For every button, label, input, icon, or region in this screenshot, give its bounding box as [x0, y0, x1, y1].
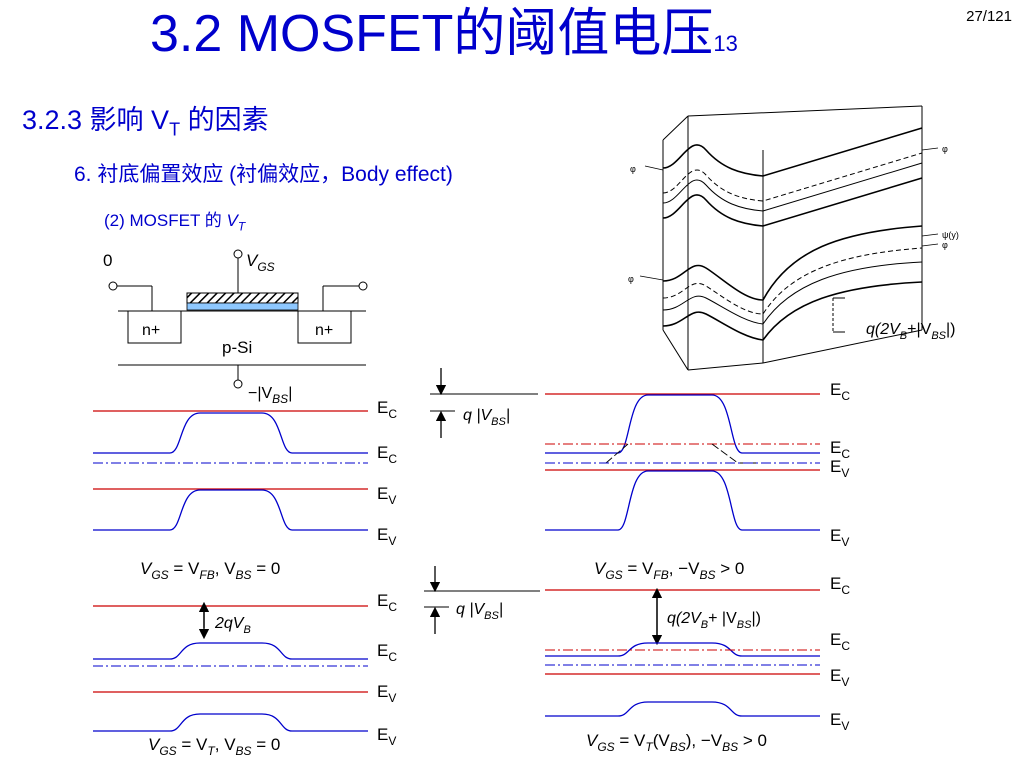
source-well: [127, 311, 182, 344]
bullet-item: 6. 衬底偏置效应 (衬偏效应，Body effect): [74, 163, 453, 186]
caption-panel-a: VGS = VFB, VBS = 0: [140, 559, 280, 582]
psi-label: ψ(y): [942, 230, 959, 240]
source-terminal-label: 0: [103, 251, 112, 270]
band-panel-d: [545, 587, 820, 717]
label-ev-a1: EV: [377, 484, 396, 507]
phi-n-label-upper: φ: [630, 164, 636, 174]
slide-title: 3.2 MOSFET的阈值电压13: [150, 5, 738, 63]
page-number: 27/121: [966, 8, 1012, 25]
mosfet-schematic: [108, 249, 368, 389]
label-ev-d1: EV: [830, 666, 849, 689]
ev-surface-curve: [93, 489, 368, 531]
gate-electrode: [186, 292, 299, 304]
substrate-label: p-Si: [222, 338, 252, 357]
sub-bullet-item: (2) MOSFET 的 VT: [104, 211, 246, 234]
band-panel-a: [93, 410, 368, 531]
qvbs-label-bottom: q |VBS|: [456, 601, 503, 622]
caption-panel-b: VGS = VFB, −VBS > 0: [594, 559, 744, 582]
drain-terminal-circle: [358, 281, 368, 291]
qvbs-shift-indicator-top: [430, 368, 538, 438]
source-region-label: n+: [142, 322, 160, 339]
label-ev-c1: EV: [377, 682, 396, 705]
two-qvb-label: 2qVB: [214, 615, 251, 636]
label-ev-c2: EV: [377, 725, 396, 748]
label-ec-d2: EC: [830, 630, 850, 653]
label-ec-c2: EC: [377, 641, 397, 664]
phi-f-label-upper: φ: [942, 144, 948, 154]
caption-panel-d: VGS = VT(VBS), −VBS > 0: [586, 731, 767, 754]
label-ec-b2: EC: [830, 438, 850, 461]
qvbs-shift-indicator-bottom: [424, 566, 540, 634]
phi-f-label-lower: φ: [942, 240, 948, 250]
body-terminal-label: −|VBS|: [248, 385, 292, 406]
phi-n-label-lower: φ: [628, 274, 634, 284]
label-ev-d2: EV: [830, 710, 849, 733]
gate-oxide: [186, 302, 299, 311]
label-ec-c1: EC: [377, 591, 397, 614]
drain-region-label: n+: [315, 322, 333, 339]
source-terminal-circle: [108, 281, 118, 291]
gate-terminal-label: VGS: [246, 251, 275, 274]
q-2vb-vbs-label: q(2VB+ |VBS|): [667, 610, 761, 631]
section-heading: 3.2.3 影响 VT 的因素: [22, 105, 269, 140]
label-ev-b2: EV: [830, 526, 849, 549]
ec-surface-curve: [93, 412, 368, 454]
label-ev-a2: EV: [377, 525, 396, 548]
body-terminal-circle: [233, 379, 243, 389]
qvbs-label-top: q |VBS|: [463, 407, 510, 428]
band-panel-c: [93, 601, 368, 732]
drain-well: [297, 311, 352, 344]
band-panel-b: [545, 393, 820, 531]
label-ev-b1: EV: [830, 457, 849, 480]
gate-terminal-circle: [233, 249, 243, 259]
title-suffix: 13: [713, 31, 738, 56]
caption-panel-c: VGS = VT, VBS = 0: [148, 735, 280, 758]
band-3d-figure: [639, 105, 939, 371]
label-ec-a1: EC: [377, 398, 397, 421]
label-ec-a2: EC: [377, 443, 397, 466]
label-ec-b1: EC: [830, 380, 850, 403]
q-2vb-vbs-3d-label: q(2VB+|VBS|): [866, 321, 955, 342]
label-ec-d1: EC: [830, 574, 850, 597]
